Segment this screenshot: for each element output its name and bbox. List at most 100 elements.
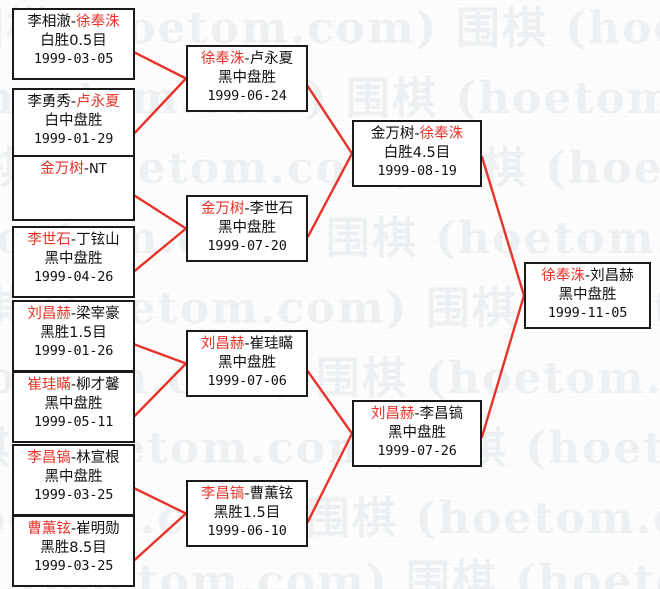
player-separator: -: [70, 377, 77, 393]
match-players: 刘昌赫-梁宰豪: [14, 305, 133, 324]
match-date: 1999-07-26: [377, 443, 457, 460]
player-separator: -: [70, 14, 77, 30]
match-players: 李昌镐-曹薫铉: [188, 485, 306, 504]
match-result: 黑中盘胜: [388, 425, 446, 442]
player-separator: -: [414, 406, 420, 422]
match-result: 黑胜8.5目: [40, 540, 107, 557]
player-loser: 崔珪瞞: [249, 336, 294, 352]
player-loser: 徐奉洙: [76, 14, 120, 30]
match-result: 黑中盘胜: [218, 220, 276, 237]
match-result: 黑胜1.5目: [213, 505, 281, 522]
player-winner: 崔珪瞞: [27, 377, 71, 393]
connector-r2m4-to-sf2: [306, 432, 354, 523]
match-date: 1999-08-19: [377, 163, 457, 180]
player-loser: 梁宰豪: [76, 306, 120, 322]
player-loser: 崔明勋: [76, 521, 120, 537]
match-players: 金万树-李世石: [188, 200, 306, 219]
player-loser: 丁铉山: [76, 232, 120, 248]
player-winner: 李世石: [27, 232, 71, 248]
match-date: 1999-06-24: [207, 88, 287, 105]
player-winner: 李相澈: [27, 14, 71, 30]
player-loser: 林宣根: [76, 450, 120, 466]
connector-r2m2-to-sf1: [306, 152, 354, 238]
match-date: 1999-07-20: [207, 238, 287, 255]
match-players: 崔珪瞞-柳才馨: [14, 376, 133, 395]
match-result: 黑中盘胜: [218, 70, 276, 87]
match-date: 1999-11-05: [547, 305, 628, 322]
player-separator: -: [244, 51, 250, 67]
connector-r2m1-to-sf1: [306, 85, 354, 155]
match-result: 黑中盘胜: [558, 287, 617, 304]
player-loser: 卢永夏: [76, 94, 120, 110]
player-winner: 徐奉洙: [200, 51, 245, 67]
match-result: 黑中盘胜: [44, 251, 103, 268]
connector-sf2-to-fin: [480, 294, 526, 439]
player-separator: -: [83, 161, 90, 177]
player-separator: -: [70, 450, 77, 466]
match-result: 黑胜1.5目: [40, 325, 107, 342]
match-date: 1999-03-05: [33, 51, 114, 68]
match-players: 李昌镐-林宣根: [14, 449, 133, 468]
player-separator: -: [70, 521, 77, 537]
match-result: 白胜0.5目: [40, 33, 107, 50]
player-loser: 徐奉洙: [419, 126, 464, 142]
match-players: 刘昌赫-李昌镐: [354, 405, 480, 424]
player-separator: -: [70, 306, 77, 322]
player-loser: 刘昌赫: [590, 268, 634, 284]
player-separator: -: [70, 94, 77, 110]
player-loser: 李世石: [249, 201, 294, 217]
connector-sf1-to-fin: [480, 155, 526, 297]
player-winner: 金万树: [200, 201, 245, 217]
player-loser: 卢永夏: [249, 51, 294, 67]
match-result: 黑中盘胜: [44, 396, 103, 413]
player-separator: -: [70, 232, 77, 248]
match-box-r1m3[interactable]: 金万树-NT: [12, 155, 135, 221]
connector-r1m2-to-r2m1: [133, 77, 188, 134]
connector-r1m1-to-r2m1: [133, 51, 188, 80]
match-result: 白中盘胜: [44, 113, 103, 130]
connector-r2m3-to-sf2: [306, 370, 354, 435]
connector-r1m7-to-r2m4: [133, 487, 188, 515]
player-loser: NT: [89, 162, 107, 177]
connector-r1m8-to-r2m4: [133, 512, 188, 561]
match-date: 1999-05-11: [33, 414, 114, 431]
player-loser: 李昌镐: [419, 406, 464, 422]
match-result: 白胜4.5目: [383, 145, 451, 162]
player-winner: 金万树: [40, 161, 84, 177]
player-winner: 刘昌赫: [370, 406, 415, 422]
match-players: 徐奉洙-卢永夏: [188, 50, 306, 69]
match-result: 黑中盘胜: [218, 355, 276, 372]
player-separator: -: [414, 126, 420, 142]
player-winner: 曹薫铉: [27, 521, 71, 537]
match-result: 黑中盘胜: [44, 469, 103, 486]
match-players: 金万树-徐奉洙: [354, 125, 480, 144]
match-players: 李世石-丁铉山: [14, 231, 133, 250]
player-winner: 徐奉洙: [541, 268, 585, 284]
match-date: 1999-03-25: [33, 487, 114, 504]
player-separator: -: [584, 268, 591, 284]
match-players: 李勇秀-卢永夏: [14, 93, 133, 112]
match-date: 1999-04-26: [33, 269, 114, 286]
connector-r1m5-to-r2m3: [133, 343, 188, 365]
player-winner: 刘昌赫: [200, 336, 245, 352]
match-players: 曹薫铉-崔明勋: [14, 520, 133, 539]
connector-r1m6-to-r2m3: [133, 362, 188, 417]
player-winner: 李勇秀: [27, 94, 71, 110]
player-separator: -: [244, 201, 250, 217]
player-winner: 李昌镐: [27, 450, 71, 466]
